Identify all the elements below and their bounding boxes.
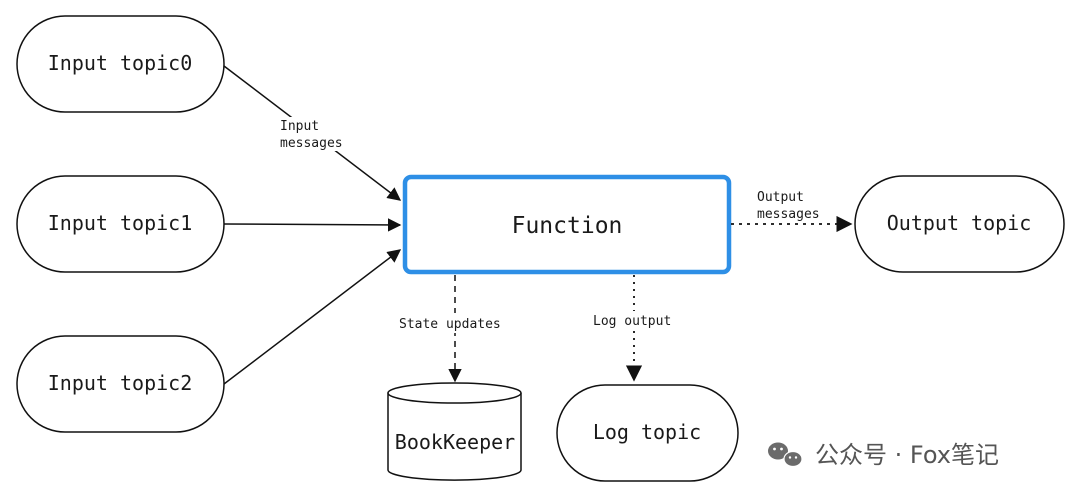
input-messages-label-line1: Input [280, 119, 319, 134]
input-topic2-node: Input topic2 [16, 335, 225, 433]
output-messages-label-line1: Output [757, 190, 804, 205]
bookkeeper-node: BookKeeper [387, 382, 522, 481]
watermark: 公众号 · Fox笔记 [768, 441, 999, 469]
state-updates-label: State updates [399, 317, 501, 332]
output-messages-label-line2: messages [757, 207, 820, 222]
input-messages-label-line2: messages [280, 136, 343, 151]
state-updates-label-bg [396, 313, 514, 333]
edge-input2-to-function [223, 249, 402, 385]
edge-input1-to-function [223, 218, 402, 232]
input-topic2-label: Input topic2 [48, 371, 193, 395]
bookkeeper-label: BookKeeper [395, 430, 515, 454]
function-node: Function [402, 174, 732, 275]
input-topic0-label: Input topic0 [48, 51, 193, 75]
log-topic-node: Log topic [556, 384, 739, 482]
log-output-label-bg [590, 311, 682, 331]
input-topic1-label: Input topic1 [48, 211, 193, 235]
output-topic-label: Output topic [887, 211, 1032, 235]
output-topic-node: Output topic [854, 175, 1065, 273]
log-output-label: Log output [593, 314, 671, 329]
function-label: Function [512, 213, 623, 239]
log-topic-label: Log topic [593, 420, 701, 444]
input-topic0-node: Input topic0 [16, 15, 225, 113]
wechat-icon [768, 442, 803, 468]
input-topic1-node: Input topic1 [16, 175, 225, 273]
input-messages-label-bg [276, 117, 352, 151]
watermark-text: 公众号 · Fox笔记 [815, 441, 999, 469]
